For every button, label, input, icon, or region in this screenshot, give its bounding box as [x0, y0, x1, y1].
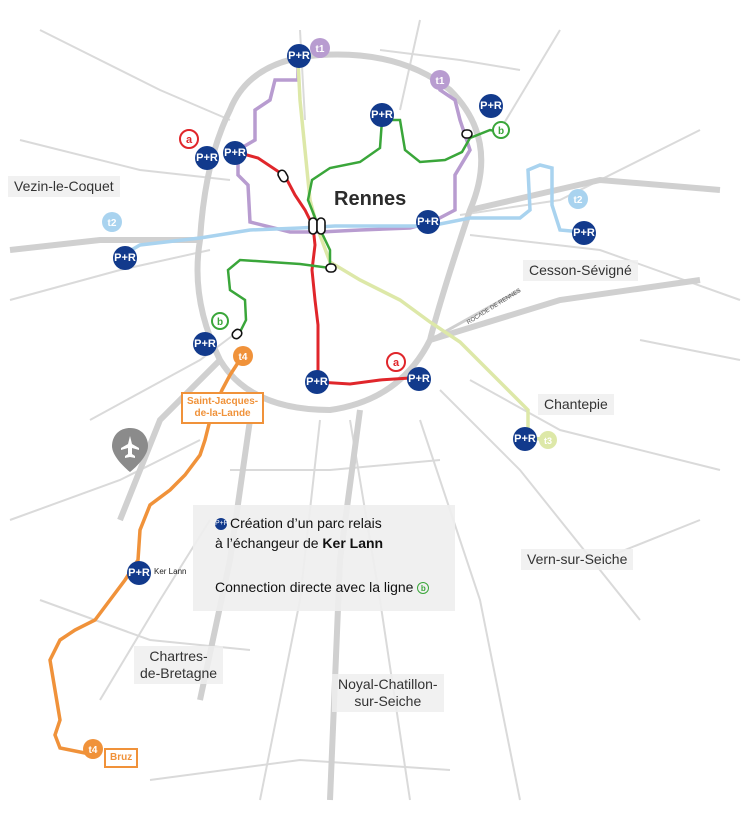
line-t2 — [127, 163, 583, 254]
park-ride-icon[interactable]: P+R — [287, 44, 311, 68]
badge-t2-west: t2 — [102, 212, 122, 232]
place-vezin: Vezin-le-Coquet — [8, 176, 120, 197]
badge-t4-north: t4 — [233, 346, 253, 366]
park-ride-icon[interactable]: P+R — [407, 367, 431, 391]
park-ride-icon[interactable]: P+R — [193, 332, 217, 356]
info-line-3-text: Connection directe avec la ligne — [215, 579, 414, 595]
info-line-1: P+RCréation d’un parc relais — [215, 515, 382, 531]
station-ker-lann-label: Ker Lann — [154, 567, 187, 576]
badge-t1-north: t1 — [310, 38, 330, 58]
park-ride-icon[interactable]: P+R — [223, 141, 247, 165]
badge-t2-west-label: t2 — [108, 218, 117, 229]
airport-icon — [112, 428, 148, 472]
badge-t1-north-label: t1 — [316, 44, 325, 55]
park-ride-icon[interactable]: P+R — [416, 210, 440, 234]
info-line-2: à l’échangeur de Ker Lann — [215, 535, 383, 551]
place-cesson: Cesson-Sévigné — [523, 260, 638, 281]
badge-t3: t3 — [539, 431, 557, 449]
place-chartres: Chartres- de-Bretagne — [134, 646, 224, 684]
badge-b-west-label: b — [217, 317, 223, 328]
badge-b-east: b — [492, 121, 510, 139]
info-box: P+RCréation d’un parc relais à l’échange… — [193, 505, 455, 611]
place-noyal-line1: Noyal-Chatillon- — [338, 676, 438, 692]
park-ride-icon[interactable]: P+R — [370, 103, 394, 127]
station-saint-jacques-line2: de-la-Lande — [194, 408, 251, 419]
badge-a-north: a — [179, 129, 199, 149]
badge-a-south-label: a — [393, 357, 400, 369]
park-ride-icon[interactable]: P+R — [479, 94, 503, 118]
badge-t3-label: t3 — [544, 436, 552, 446]
city-label: Rennes — [334, 188, 407, 210]
info-line-1-text: Création d’un parc relais — [230, 515, 382, 531]
place-chartres-line2: de-Bretagne — [140, 665, 218, 681]
badge-b-west: b — [211, 312, 229, 330]
park-ride-inline-icon: P+R — [215, 518, 229, 531]
badge-t2-east-label: t2 — [574, 195, 583, 206]
line-b — [226, 118, 501, 337]
park-ride-icon[interactable]: P+R — [513, 427, 537, 451]
badge-t4-north-label: t4 — [239, 352, 248, 363]
badge-t1-east-label: t1 — [436, 76, 445, 87]
line-t3 — [296, 59, 549, 442]
badge-a-north-label: a — [186, 134, 193, 146]
badge-t1-east: t1 — [430, 70, 450, 90]
badge-b-inline: b — [417, 582, 430, 595]
badge-b-east-label: b — [498, 126, 504, 137]
info-line-2-prefix: à l’échangeur de — [215, 535, 323, 551]
badge-a-south: a — [386, 352, 406, 372]
place-noyal-line2: sur-Seiche — [354, 693, 422, 709]
info-line-3: Connection directe avec la ligne b — [215, 579, 430, 595]
place-noyal: Noyal-Chatillon- sur-Seiche — [332, 674, 444, 712]
station-saint-jacques-line1: Saint-Jacques- — [187, 396, 259, 407]
info-line-2-bold: Ker Lann — [322, 535, 384, 551]
park-ride-icon[interactable]: P+R — [195, 146, 219, 170]
station-bruz[interactable]: Bruz — [104, 748, 139, 768]
park-ride-ker-lann-icon[interactable]: P+R — [127, 561, 151, 585]
park-ride-icon[interactable]: P+R — [113, 246, 137, 270]
line-t4 — [48, 354, 245, 756]
station-saint-jacques[interactable]: Saint-Jacques- de-la-Lande — [181, 392, 265, 424]
place-chantepie: Chantepie — [538, 394, 614, 415]
park-ride-icon[interactable]: P+R — [572, 221, 596, 245]
badge-t4-south-label: t4 — [89, 745, 98, 756]
place-vern: Vern-sur-Seiche — [521, 549, 634, 570]
interchanges — [231, 129, 473, 340]
line-a — [235, 150, 411, 386]
badge-t4-south: t4 — [83, 739, 103, 759]
park-ride-icon[interactable]: P+R — [305, 370, 329, 394]
badge-t2-east: t2 — [568, 189, 588, 209]
place-chartres-line1: Chartres- — [149, 648, 208, 664]
